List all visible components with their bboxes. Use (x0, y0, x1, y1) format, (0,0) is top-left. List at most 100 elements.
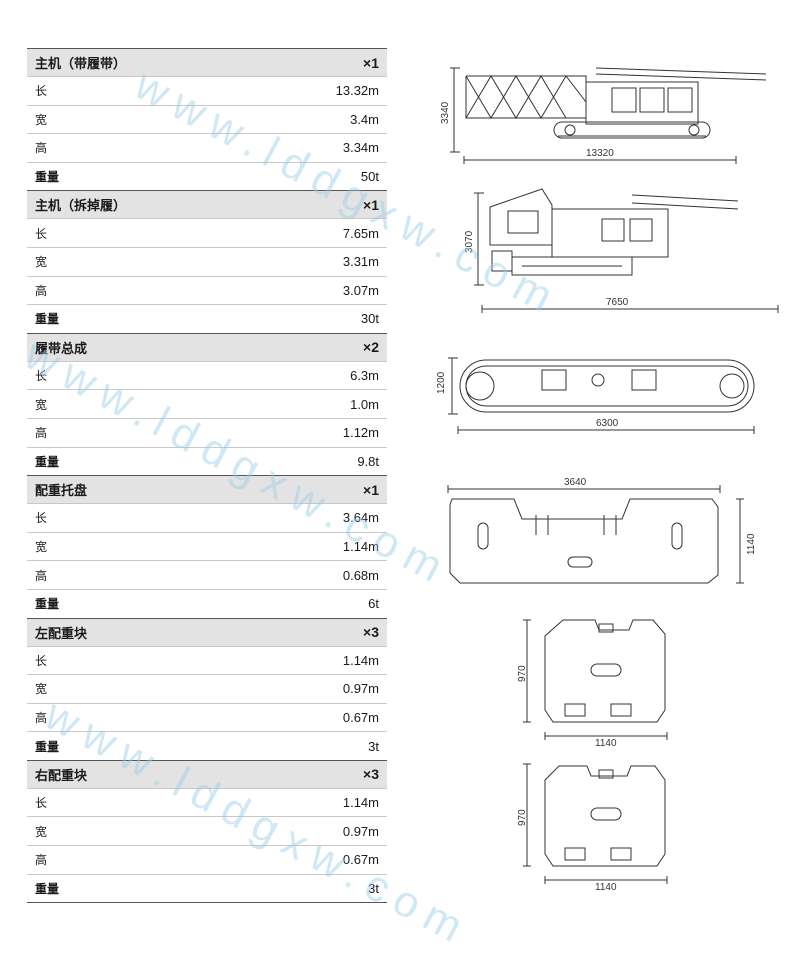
right-counterweight-height-dim: 970 (517, 809, 528, 826)
counterweight-tray-width-dim: 3640 (564, 477, 587, 488)
counterweight-tray-height-dim: 1140 (746, 533, 757, 555)
spec-label: 宽 (35, 682, 48, 697)
right-counterweight-drawing: 970 1140 (517, 763, 668, 893)
spec-label: 宽 (35, 255, 48, 270)
spec-row: 长 13.32m (27, 76, 387, 105)
spec-label: 高 (35, 141, 48, 156)
track-assembly-drawing: 1200 6300 (436, 357, 755, 434)
group-title: 右配重块 (35, 767, 88, 783)
spec-value: 9.8t (357, 453, 379, 469)
spec-value: 3.64m (342, 510, 379, 526)
spec-label: 重量 (35, 312, 60, 327)
spec-value: 0.67m (342, 852, 379, 868)
spec-value: 30t (360, 311, 379, 327)
crane-with-tracks-height-dim: 3340 (440, 101, 451, 124)
group-header: 左配重块 ×3 (27, 617, 387, 646)
spec-row: 高 0.67m (27, 702, 387, 732)
spec-row: 宽 3.31m (27, 246, 387, 276)
group-header: 主机（拆掉履） ×1 (27, 190, 387, 219)
spec-value: 3.4m (350, 111, 379, 127)
group-header: 主机（带履带） ×1 (27, 48, 387, 76)
group-title: 履带总成 (35, 340, 88, 356)
spec-value: 3t (368, 880, 379, 896)
crane-with-tracks-drawing: 3340 13320 (440, 67, 767, 164)
track-assembly-length-dim: 6300 (596, 418, 619, 429)
spec-value: 3t (368, 738, 379, 754)
spec-label: 高 (35, 710, 48, 725)
spec-label: 长 (35, 796, 48, 811)
spec-value: 3.07m (342, 282, 379, 298)
group-quantity: ×2 (363, 339, 379, 356)
spec-label: 宽 (35, 397, 48, 412)
spec-label: 长 (35, 226, 48, 241)
spec-value: 1.14m (342, 652, 379, 668)
spec-value: 0.97m (342, 681, 379, 697)
group-title: 左配重块 (35, 625, 88, 641)
spec-value: 0.68m (342, 567, 379, 583)
spec-value: 50t (360, 169, 379, 185)
crane-with-tracks-length-dim: 13320 (586, 148, 614, 159)
spec-row: 重量 3t (27, 731, 387, 760)
spec-label: 长 (35, 653, 48, 668)
group-quantity: ×3 (363, 624, 379, 640)
group-quantity: ×3 (363, 766, 379, 783)
spec-row: 宽 0.97m (27, 674, 387, 703)
spec-row: 高 1.12m (27, 417, 387, 447)
spec-row: 宽 3.4m (27, 104, 387, 134)
group-quantity: ×1 (363, 54, 379, 71)
spec-label: 重量 (35, 739, 60, 754)
group-title: 配重托盘 (35, 483, 88, 499)
left-counterweight-drawing: 970 1140 (517, 619, 668, 749)
crane-without-tracks-height-dim: 3070 (464, 230, 475, 253)
spec-value: 1.0m (350, 396, 379, 412)
table-bottom-rule (27, 902, 387, 904)
spec-label: 高 (35, 853, 48, 868)
spec-value: 1.14m (342, 795, 379, 811)
spec-value: 6t (368, 596, 379, 612)
spec-row: 高 3.07m (27, 275, 387, 305)
crane-without-tracks-drawing: 3070 7650 (464, 188, 779, 313)
spec-value: 3.31m (342, 254, 379, 270)
spec-row: 重量 9.8t (27, 446, 387, 476)
spec-row: 重量 30t (27, 304, 387, 333)
spec-value: 13.32m (335, 83, 379, 99)
spec-row: 重量 50t (27, 161, 387, 191)
crane-without-tracks-length-dim: 7650 (606, 297, 629, 308)
spec-label: 宽 (35, 112, 48, 127)
spec-label: 高 (35, 283, 48, 298)
spec-value: 1.12m (342, 425, 379, 441)
spec-row: 宽 1.14m (27, 531, 387, 561)
spec-row: 重量 3t (27, 873, 387, 903)
left-counterweight-height-dim: 970 (517, 665, 528, 682)
spec-table: 主机（带履带） ×1 长 13.32m 宽 3.4m 高 3.34m 重量 50t 主机（拆掉履） ×… (27, 48, 387, 904)
track-assembly-height-dim: 1200 (436, 371, 447, 394)
spec-label: 重量 (35, 454, 60, 469)
spec-label: 长 (35, 84, 48, 99)
spec-label: 重量 (35, 170, 60, 185)
group-title: 主机（拆掉履） (35, 198, 127, 214)
group-header: 右配重块 ×3 (27, 759, 387, 788)
spec-value: 6.3m (350, 368, 379, 384)
spec-value: 0.97m (342, 823, 379, 839)
group-title: 主机（带履带） (35, 56, 127, 71)
group-header: 配重托盘×1 (27, 475, 387, 504)
spec-value: 0.67m (342, 709, 379, 725)
spec-row: 长 1.14m (27, 787, 387, 817)
spec-label: 重量 (35, 881, 60, 896)
spec-row: 高 0.67m (27, 845, 387, 874)
left-counterweight-width-dim: 1140 (595, 738, 617, 749)
spec-label: 高 (35, 426, 48, 441)
spec-label: 宽 (35, 540, 48, 555)
spec-row: 高 0.68m (27, 560, 387, 589)
spec-value: 1.14m (342, 539, 379, 555)
spec-label: 高 (35, 568, 48, 583)
counterweight-tray-drawing: 3640 1140 (447, 477, 757, 584)
group-quantity: ×1 (363, 196, 379, 213)
spec-row: 长 1.14m (27, 645, 387, 675)
spec-value: 3.34m (342, 140, 379, 156)
